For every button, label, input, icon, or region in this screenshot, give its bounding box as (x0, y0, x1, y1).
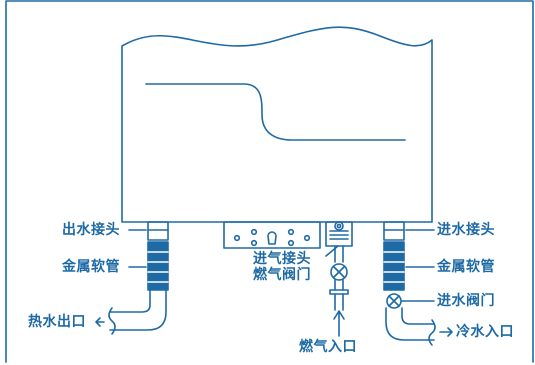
label-outlet-hose: 金属软管 (62, 259, 120, 275)
hot-water-arrow (95, 317, 105, 327)
cold-water-pipe (385, 307, 435, 341)
bracket-hole-1 (233, 234, 241, 242)
label-inlet-connector: 进水接头 (437, 222, 495, 238)
gas-inlet-arrow (333, 310, 345, 337)
gas-connector-nut (334, 221, 344, 231)
inlet-hose (383, 241, 405, 291)
outlet-hose (147, 241, 169, 291)
inlet-connector (383, 221, 405, 241)
bracket-hole-2 (250, 228, 258, 236)
label-inlet-hose: 金属软管 (437, 259, 495, 275)
gas-connector-leader (325, 245, 339, 257)
mounting-bracket (223, 221, 321, 249)
gas-valve-symbol (330, 263, 348, 281)
frame-border (5, 0, 534, 363)
label-inlet-valve: 进水阀门 (437, 293, 495, 309)
cold-water-arrow (439, 327, 453, 337)
bracket-hole-4 (287, 228, 295, 236)
gas-connector-body (325, 221, 353, 247)
inlet-valve-symbol (386, 293, 402, 309)
label-outlet-connector: 出水接头 (62, 222, 120, 238)
bracket-hole-6 (303, 234, 311, 242)
label-gas-valve: 燃气阀门 (253, 267, 311, 283)
bracket-hole-5 (287, 239, 295, 247)
outlet-connector (147, 221, 169, 241)
bracket-hole-3 (250, 239, 258, 247)
label-gas-connector: 进气接头 (253, 251, 311, 267)
heater-body (121, 26, 433, 223)
label-gas-inlet: 燃气入口 (299, 339, 357, 355)
label-cold-water-in: 冷水入口 (456, 324, 514, 340)
hot-water-pipe (109, 289, 167, 331)
keyhole-slot (267, 231, 277, 245)
exhaust-curve (145, 83, 406, 141)
label-hot-water-out: 热水出口 (28, 314, 86, 330)
